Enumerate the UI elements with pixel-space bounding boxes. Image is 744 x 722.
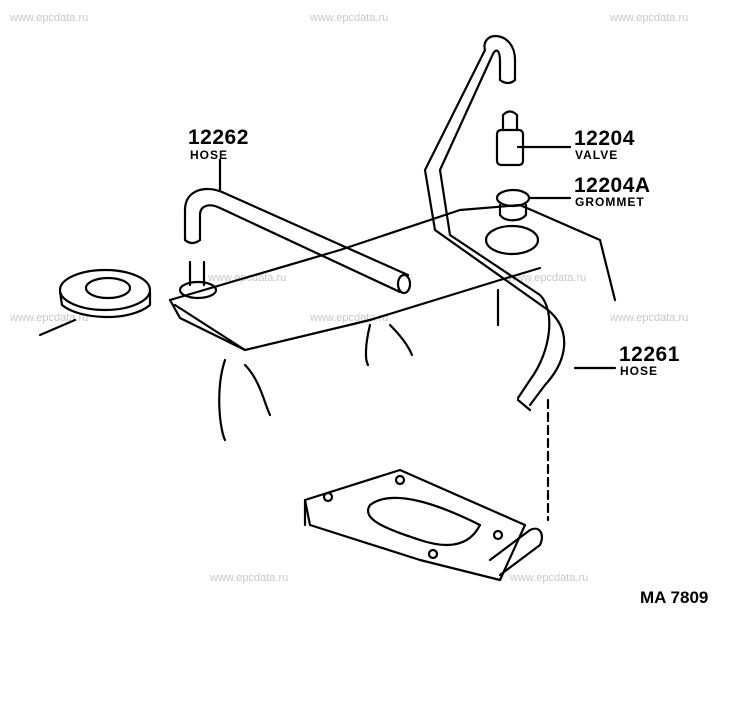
part-number-12262: 12262 <box>188 126 249 149</box>
grommet-12204a <box>495 188 531 208</box>
part-number-12204: 12204 <box>574 127 635 150</box>
watermark: www.epcdata.ru <box>310 12 389 24</box>
watermark: www.epcdata.ru <box>10 12 89 24</box>
part-number-12261: 12261 <box>619 343 680 366</box>
part-name-hose: HOSE <box>620 364 659 378</box>
watermark: www.epcdata.ru <box>610 12 689 24</box>
oil-filler-cap <box>58 268 152 312</box>
valve-cover-top <box>168 203 617 302</box>
watermark: www.epcdata.ru <box>210 572 289 584</box>
hose-12261 <box>423 35 566 407</box>
valve-12204 <box>501 110 519 132</box>
watermark: www.epcdata.ru <box>610 312 689 324</box>
part-name-hose: HOSE <box>190 148 229 162</box>
spacer-plate <box>303 468 527 582</box>
watermark: www.epcdata.ru <box>508 272 587 284</box>
watermark: www.epcdata.ru <box>10 312 89 324</box>
part-name-grommet: GROMMET <box>575 195 645 209</box>
valve-cover-edge <box>173 266 542 352</box>
part-number-12204a: 12204A <box>574 174 651 197</box>
watermark: www.epcdata.ru <box>510 572 589 584</box>
part-name-valve: VALVE <box>575 148 619 162</box>
hose-12262 <box>183 187 410 277</box>
diagram-code: MA 7809 <box>640 588 709 607</box>
